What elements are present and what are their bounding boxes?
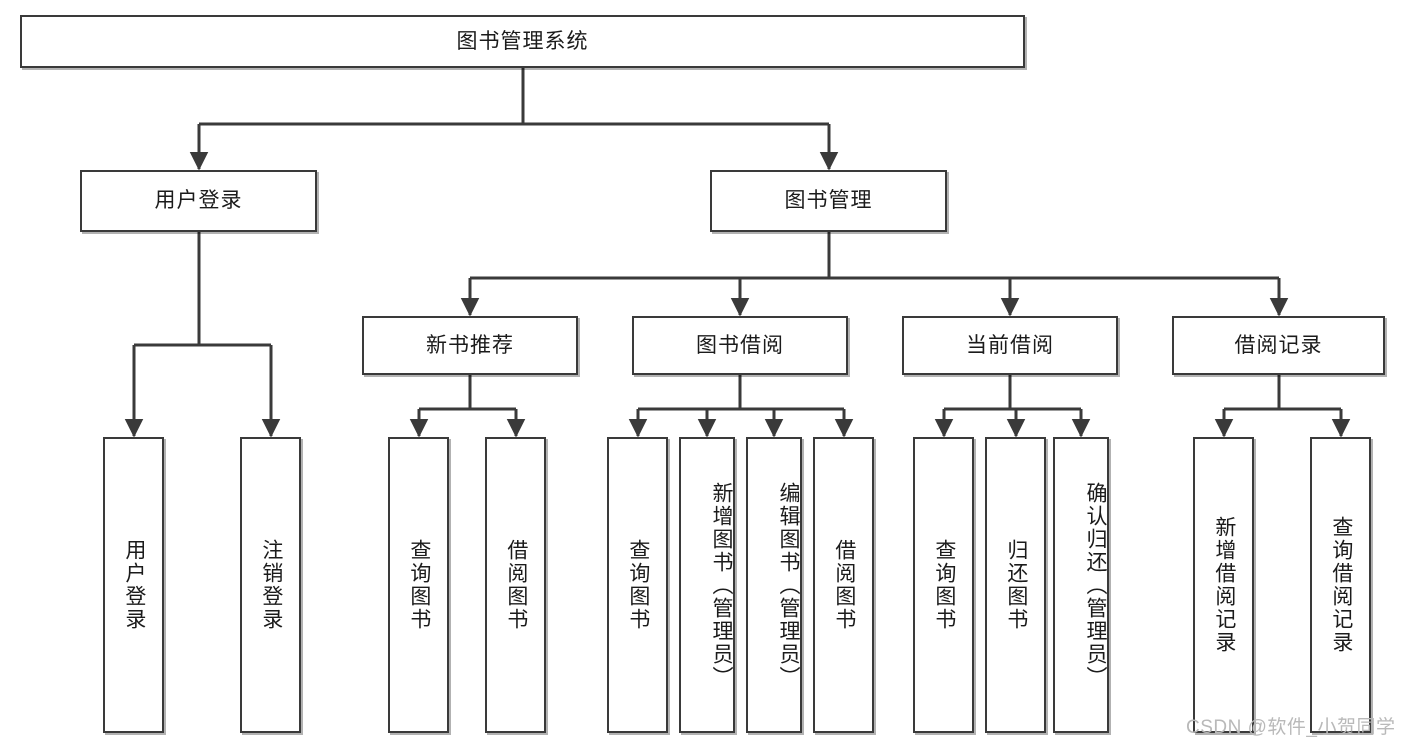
leaf-query-book-recommend[interactable]: 查询图书 <box>388 437 449 733</box>
leaf-borrow-book-recommend[interactable]: 借阅图书 <box>485 437 546 733</box>
leaf-confirm-return-admin[interactable]: 确认归还（管理员） <box>1053 437 1109 733</box>
leaf-add-book-admin[interactable]: 新增图书（管理员） <box>679 437 735 733</box>
node-current-borrow[interactable]: 当前借阅 <box>902 316 1118 375</box>
leaf-user-login[interactable]: 用户登录 <box>103 437 164 733</box>
leaf-add-borrow-record[interactable]: 新增借阅记录 <box>1193 437 1254 733</box>
leaf-query-borrow-record[interactable]: 查询借阅记录 <box>1310 437 1371 733</box>
node-borrow-record[interactable]: 借阅记录 <box>1172 316 1385 375</box>
node-book-borrow[interactable]: 图书借阅 <box>632 316 848 375</box>
node-book-management[interactable]: 图书管理 <box>710 170 947 232</box>
leaf-logout[interactable]: 注销登录 <box>240 437 301 733</box>
leaf-edit-book-admin[interactable]: 编辑图书（管理员） <box>746 437 802 733</box>
node-user-login[interactable]: 用户登录 <box>80 170 317 232</box>
leaf-query-book-current[interactable]: 查询图书 <box>913 437 974 733</box>
leaf-query-book-borrow[interactable]: 查询图书 <box>607 437 668 733</box>
leaf-borrow-book-borrow[interactable]: 借阅图书 <box>813 437 874 733</box>
leaf-return-book[interactable]: 归还图书 <box>985 437 1046 733</box>
node-root[interactable]: 图书管理系统 <box>20 15 1025 68</box>
node-new-book-recommend[interactable]: 新书推荐 <box>362 316 578 375</box>
